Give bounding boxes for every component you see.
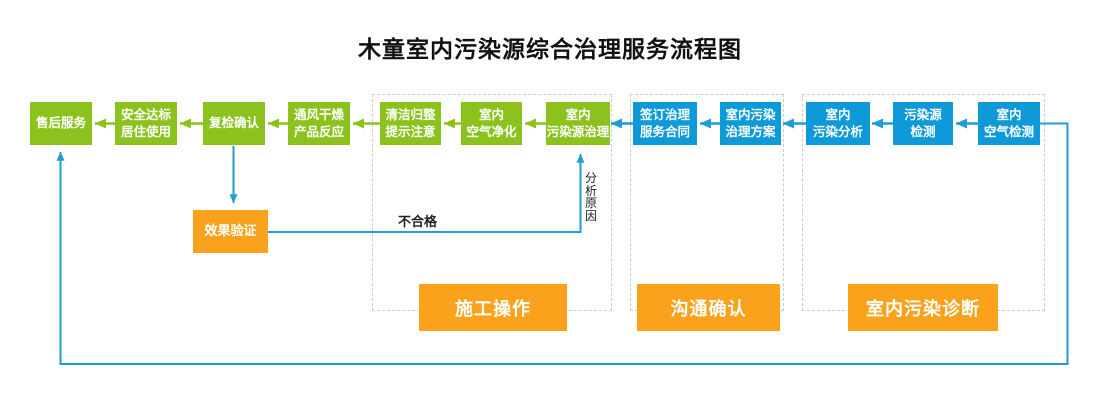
page-title: 木童室内污染源综合治理服务流程图 [358,36,742,62]
arrow-bottom-feedback [56,122,1069,365]
flow-box-pollution-source-detection: 污染源 检测 [893,102,953,145]
flow-box-indoor-pollution-treatment-plan: 室内污染 治理方案 [720,102,781,145]
group-label-communication-confirmation: 沟通确认 [637,284,780,331]
flow-box-sign-treatment-service-contract: 签订治理 服务合同 [633,102,697,145]
flow-box-effect-verification: 效果验证 [193,210,268,253]
flow-box-safety-standard-living-use: 安全达标 居住使用 [115,102,177,145]
flow-box-indoor-pollution-analysis: 室内 污染分析 [806,102,870,145]
flow-box-after-sales-service: 售后服务 [30,102,92,145]
flow-box-recheck-confirmation: 复检确认 [203,102,265,145]
flow-box-indoor-air-detection: 室内 空气检测 [978,102,1040,145]
arrow-fail-loop [268,153,585,233]
flow-box-pollution-source-treatment: 室内 污染源治理 [546,102,610,145]
label-fail: 不合格 [398,214,438,229]
flow-box-ventilation-drying: 通风干燥 产品反应 [288,102,350,145]
group-label-construction-operation: 施工操作 [419,284,567,331]
flow-box-cleanup-tidy-notice: 清洁归整 提示注意 [380,102,441,145]
flow-box-indoor-air-purification: 室内 空气净化 [461,102,522,145]
group-label-indoor-pollution-diagnosis: 室内污染诊断 [848,284,998,331]
label-analyze-reason: 分析原因 [585,171,598,223]
